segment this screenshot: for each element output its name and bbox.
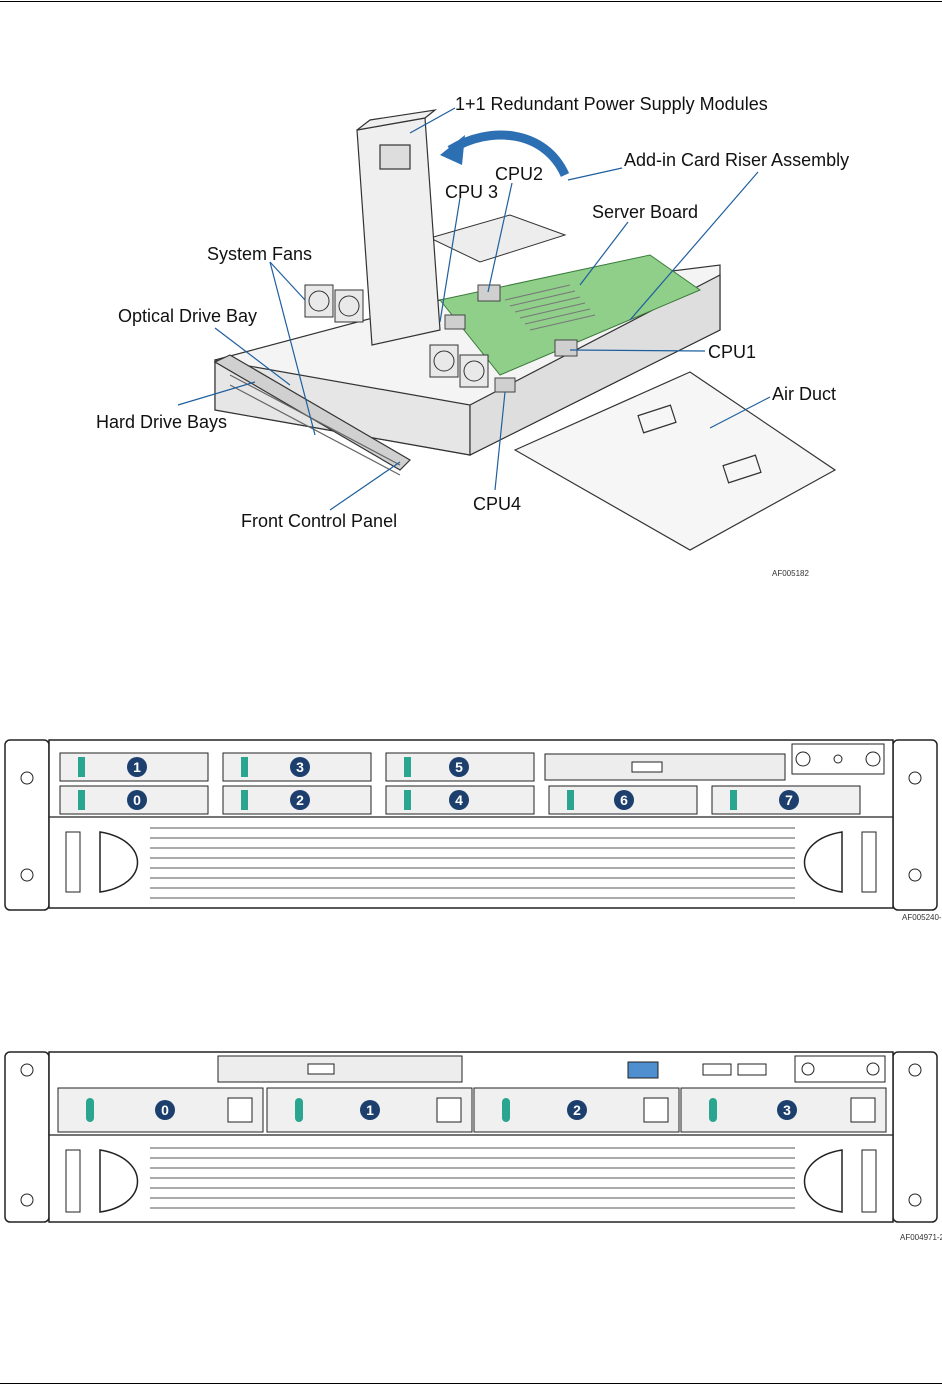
- vga-port: [627, 1061, 659, 1079]
- label-front-control-panel: Front Control Panel: [241, 511, 397, 531]
- figure-code-2: AF005240-1: [902, 913, 942, 922]
- bay-number-3: 3: [290, 757, 310, 777]
- label-riser: Add-in Card Riser Assembly: [624, 150, 849, 170]
- server-board: [439, 254, 702, 376]
- svg-text:4: 4: [455, 792, 463, 808]
- bay-number-2: 2: [290, 790, 310, 810]
- bay-number-6: 6: [614, 790, 634, 810]
- svg-text:2: 2: [573, 1102, 581, 1118]
- front-vent-grille: [150, 827, 795, 899]
- right-handle: [803, 831, 843, 893]
- bay-number-1: 1: [360, 1100, 380, 1120]
- usb-port-1: [702, 1063, 732, 1076]
- usb-port-2: [737, 1063, 767, 1076]
- right-rack-ear: [892, 739, 938, 911]
- bay-number-2: 2: [567, 1100, 587, 1120]
- svg-text:0: 0: [161, 1102, 169, 1118]
- figure-code-1: AF005182: [772, 569, 809, 578]
- chassis-front: [48, 1051, 894, 1223]
- bay-number-4: 4: [449, 790, 469, 810]
- svg-text:6: 6: [620, 792, 628, 808]
- left-rack-ear: [4, 1051, 50, 1223]
- power-supply-modules: [356, 109, 441, 346]
- label-cpu1: CPU1: [708, 342, 756, 362]
- svg-text:1: 1: [133, 759, 141, 775]
- leader-lines: [177, 107, 771, 511]
- label-cpu2: CPU2: [495, 164, 543, 184]
- top-rule: [0, 1, 942, 2]
- left-handle: [99, 1149, 139, 1213]
- front-vent-grille: [150, 1147, 795, 1209]
- svg-text:3: 3: [296, 759, 304, 775]
- svg-text:7: 7: [785, 792, 793, 808]
- rotation-arrow-head: [440, 135, 465, 165]
- label-hard-drive-bays: Hard Drive Bays: [96, 412, 227, 432]
- label-server-board: Server Board: [592, 202, 698, 222]
- bay-number-0: 0: [127, 790, 147, 810]
- cpu1-socket: [554, 339, 578, 357]
- svg-text:2: 2: [296, 792, 304, 808]
- figure-code-3: AF004971-2: [900, 1233, 942, 1242]
- optical-drive-bay: [217, 1055, 463, 1083]
- svg-text:3: 3: [783, 1102, 791, 1118]
- bay-number-7: 7: [779, 790, 799, 810]
- front-control-panel: [791, 743, 885, 775]
- riser-card: [428, 214, 567, 263]
- bottom-rule: [0, 1383, 942, 1384]
- bay-number-1: 1: [127, 757, 147, 777]
- cpu3-socket: [444, 314, 466, 330]
- bay-number-3: 3: [777, 1100, 797, 1120]
- right-handle: [803, 1149, 843, 1213]
- bay-number-5: 5: [449, 757, 469, 777]
- front-view-4-bay-figure: 0 1 2 3 AF004971-2: [4, 1051, 942, 1242]
- svg-text:1: 1: [366, 1102, 374, 1118]
- rotation-arrow: [447, 130, 570, 178]
- label-cpu3: CPU 3: [445, 182, 498, 202]
- svg-text:0: 0: [133, 792, 141, 808]
- front-view-8-bay-figure: 1 0 3 2 5 4 6 7 AF005240-1: [4, 739, 942, 922]
- front-control-panel: [794, 1055, 886, 1083]
- chassis-overview-figure: 1+1 Redundant Power Supply Modules Add-i…: [96, 94, 849, 578]
- bay-number-0: 0: [155, 1100, 175, 1120]
- label-optical-drive-bay: Optical Drive Bay: [118, 306, 257, 326]
- label-system-fans: System Fans: [207, 244, 312, 264]
- optical-drive-bay: [544, 753, 786, 781]
- svg-text:5: 5: [455, 759, 463, 775]
- label-psu: 1+1 Redundant Power Supply Modules: [455, 94, 768, 114]
- left-rack-ear: [4, 739, 50, 911]
- air-duct: [513, 371, 837, 551]
- right-rack-ear: [892, 1051, 938, 1223]
- memory-dimms: [504, 284, 596, 331]
- left-handle: [99, 831, 139, 893]
- cpu4-socket: [494, 377, 516, 393]
- label-cpu4: CPU4: [473, 494, 521, 514]
- system-fans: [304, 284, 489, 388]
- label-air-duct: Air Duct: [772, 384, 836, 404]
- drive-bay-carriers: [57, 1087, 887, 1133]
